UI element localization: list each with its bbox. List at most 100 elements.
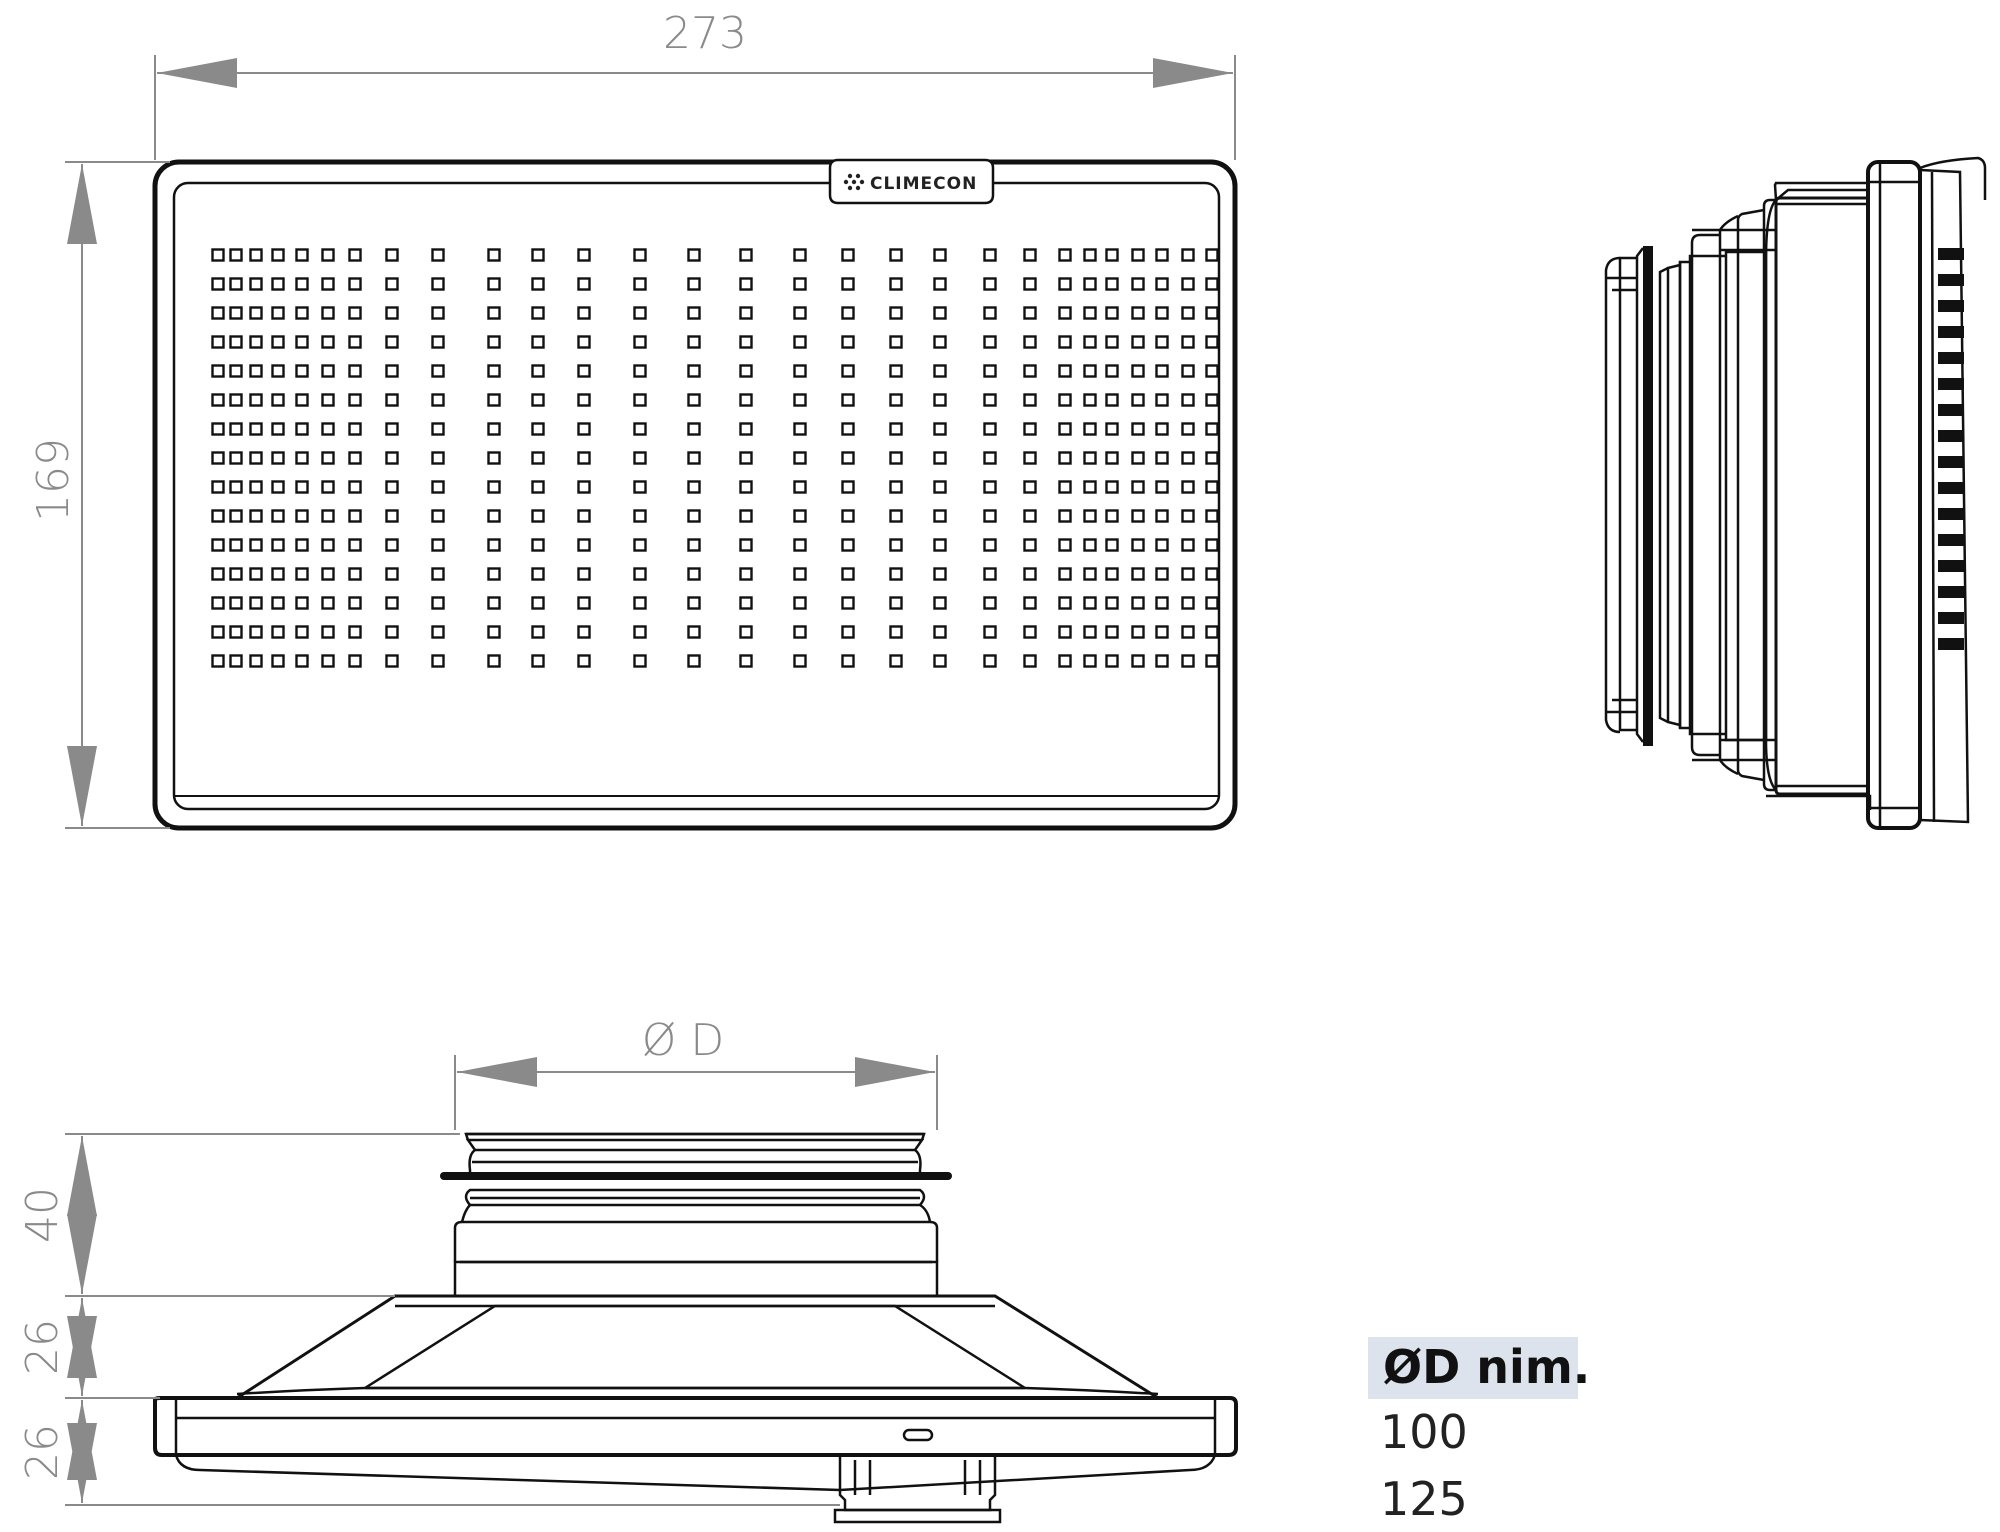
perforation-hole bbox=[531, 335, 545, 349]
perforation-hole bbox=[933, 480, 947, 494]
perforation-hole bbox=[633, 364, 647, 378]
side-view bbox=[1604, 156, 1987, 830]
perforation-hole bbox=[739, 451, 753, 465]
perforation-hole bbox=[348, 625, 362, 639]
perforation-hole bbox=[385, 364, 399, 378]
perforation-hole bbox=[1083, 538, 1097, 552]
perforation-hole bbox=[1181, 567, 1195, 581]
perforation-hole bbox=[229, 277, 243, 291]
perforation-hole bbox=[889, 364, 903, 378]
vent-slot bbox=[1938, 352, 1964, 364]
perforation-hole bbox=[1205, 509, 1219, 523]
perforation-hole bbox=[1083, 451, 1097, 465]
perforation-hole bbox=[1083, 277, 1097, 291]
perforation-hole bbox=[1058, 306, 1072, 320]
perforation-hole bbox=[487, 596, 501, 610]
perforation-hole bbox=[1181, 538, 1195, 552]
perforation-hole bbox=[1023, 248, 1037, 262]
perforation-hole bbox=[1023, 509, 1037, 523]
perforation-hole bbox=[983, 277, 997, 291]
perforation-hole bbox=[841, 248, 855, 262]
perforation-hole bbox=[295, 625, 309, 639]
perforation-hole bbox=[249, 364, 263, 378]
perforation-hole bbox=[687, 538, 701, 552]
perforation-hole bbox=[431, 364, 445, 378]
perforation-hole bbox=[211, 567, 225, 581]
perforation-hole bbox=[1131, 654, 1145, 668]
perforation-hole bbox=[211, 422, 225, 436]
perforation-hole bbox=[1105, 364, 1119, 378]
perforation-hole bbox=[577, 625, 591, 639]
perforation-hole bbox=[271, 393, 285, 407]
perforation-hole bbox=[487, 335, 501, 349]
perforation-hole bbox=[321, 480, 335, 494]
perforation-hole bbox=[431, 538, 445, 552]
perforation-hole bbox=[633, 480, 647, 494]
perforation-hole bbox=[739, 538, 753, 552]
vent-slot bbox=[1938, 482, 1964, 494]
perforation-hole bbox=[487, 538, 501, 552]
perforation-hole bbox=[1205, 364, 1219, 378]
perforation-hole bbox=[1205, 306, 1219, 320]
perforation-hole bbox=[577, 596, 591, 610]
perforation-hole bbox=[793, 393, 807, 407]
perforation-hole bbox=[739, 480, 753, 494]
perforation-hole bbox=[1105, 654, 1119, 668]
perforation-hole bbox=[348, 422, 362, 436]
perforation-hole bbox=[889, 596, 903, 610]
perforation-hole bbox=[933, 451, 947, 465]
perforation-hole bbox=[1181, 248, 1195, 262]
perforation-hole bbox=[531, 364, 545, 378]
perforation-hole bbox=[1181, 335, 1195, 349]
perforation-hole bbox=[1131, 248, 1145, 262]
perforation-hole bbox=[271, 335, 285, 349]
perforation-hole bbox=[271, 306, 285, 320]
perforation-hole bbox=[1181, 596, 1195, 610]
perforation-hole bbox=[1105, 509, 1119, 523]
perforation-hole bbox=[229, 509, 243, 523]
perforation-hole bbox=[1155, 422, 1169, 436]
perforation-hole bbox=[1155, 451, 1169, 465]
perforation-hole bbox=[229, 625, 243, 639]
perforation-hole bbox=[633, 248, 647, 262]
perforation-hole bbox=[271, 422, 285, 436]
perforation-hole bbox=[1105, 393, 1119, 407]
perforation-hole bbox=[983, 422, 997, 436]
perforation-hole bbox=[321, 654, 335, 668]
perforation-hole bbox=[249, 277, 263, 291]
perforation-hole bbox=[739, 364, 753, 378]
perforation-hole bbox=[633, 509, 647, 523]
perforation-hole bbox=[385, 277, 399, 291]
perforation-hole bbox=[531, 393, 545, 407]
perforation-hole bbox=[1083, 509, 1097, 523]
perforation-hole bbox=[1155, 654, 1169, 668]
perforation-hole bbox=[1023, 538, 1037, 552]
perforation-hole bbox=[933, 509, 947, 523]
perforation-hole bbox=[229, 596, 243, 610]
perforation-hole bbox=[1131, 596, 1145, 610]
perforation-hole bbox=[889, 306, 903, 320]
perforation-hole bbox=[321, 393, 335, 407]
perforation-hole bbox=[793, 451, 807, 465]
perforation-hole bbox=[1205, 567, 1219, 581]
perforation-hole bbox=[271, 277, 285, 291]
diameter-dimension-label: Ø D bbox=[642, 1015, 725, 1066]
perforation-hole bbox=[531, 538, 545, 552]
perforation-hole bbox=[577, 567, 591, 581]
perforation-hole bbox=[1083, 422, 1097, 436]
perforation-hole bbox=[933, 277, 947, 291]
perforation-hole bbox=[295, 335, 309, 349]
perforation-hole bbox=[889, 248, 903, 262]
perforation-hole bbox=[1105, 567, 1119, 581]
perforation-hole bbox=[933, 422, 947, 436]
perforation-hole bbox=[1181, 625, 1195, 639]
perforation-hole bbox=[531, 625, 545, 639]
perforation-hole bbox=[1155, 625, 1169, 639]
perforation-hole bbox=[1105, 596, 1119, 610]
perforation-hole bbox=[487, 625, 501, 639]
diameter-table: ØD nim. 100 125 bbox=[1368, 1337, 1590, 1526]
perforation-hole bbox=[889, 422, 903, 436]
perforation-hole bbox=[1105, 538, 1119, 552]
perforation-hole bbox=[271, 451, 285, 465]
perforation-hole bbox=[1058, 654, 1072, 668]
